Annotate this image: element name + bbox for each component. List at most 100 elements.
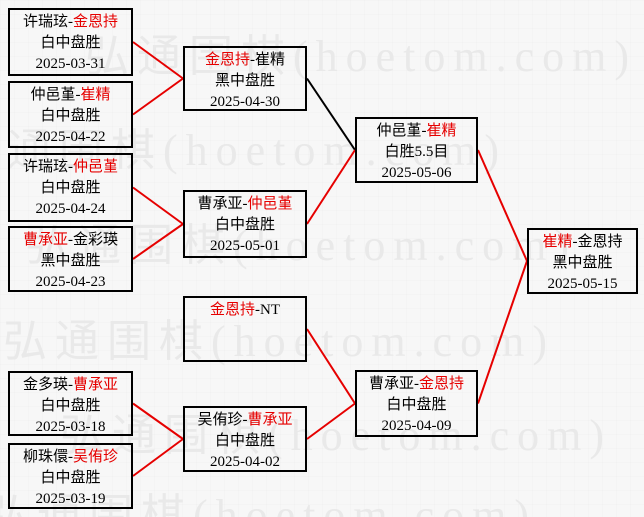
match-text: 2025-05-15	[547, 276, 618, 292]
match-text: 2025-05-01	[210, 238, 280, 254]
winner-name: 曹承亚	[22, 232, 68, 248]
match-result: 黑中盘胜	[40, 251, 100, 272]
match-date: 2025-05-15	[548, 274, 618, 295]
match-box-m5: 金多瑛-曹承亚白中盘胜 2025-03-18	[8, 371, 133, 436]
bracket-connector-m3-q2	[132, 186, 184, 225]
winner-name: 金恩持	[72, 14, 118, 30]
match-date: 2025-04-23	[36, 272, 106, 293]
match-players: 曹承亚-金恩持	[369, 374, 464, 395]
match-box-q3: 金恩持-NT	[183, 296, 307, 362]
winner-name: 金恩持	[204, 52, 250, 68]
match-box-m6: 柳珠儇-吴侑珍白中盘胜 2025-03-19	[8, 443, 133, 509]
match-date: 2025-04-22	[36, 127, 106, 148]
match-date: 2025-03-19	[36, 489, 106, 510]
match-date: 2025-05-06	[382, 163, 452, 184]
match-text: 2025-04-24	[35, 201, 106, 217]
bracket-connector-q4-s2	[306, 402, 356, 440]
winner-name: 仲邑堇	[247, 196, 293, 212]
bracket-connector-m1-q1	[132, 41, 184, 80]
match-text: 2025-03-18	[35, 419, 106, 435]
match-date: 2025-04-24	[36, 199, 106, 220]
match-players: 吴侑珍-曹承亚	[197, 410, 292, 431]
match-result: 白中盘胜	[386, 395, 446, 416]
match-text: 白中盘胜	[214, 217, 275, 233]
match-date: 2025-05-01	[210, 236, 280, 257]
match-text: -金恩持	[572, 234, 623, 250]
bracket-connector-q2-s1	[306, 149, 356, 225]
winner-name: 金恩持	[418, 376, 464, 392]
match-box-m4: 曹承亚-金彩瑛黑中盘胜 2025-04-23	[8, 226, 133, 292]
winner-name: 金恩持	[209, 302, 255, 318]
match-box-m2: 仲邑堇-崔精白中盘胜 2025-04-22	[8, 81, 133, 148]
bracket-connector-m6-q4	[132, 438, 184, 477]
match-result: 白中盘胜	[40, 33, 100, 54]
watermark-text: 弘通围棋(hoetom.com)	[0, 126, 508, 175]
match-text: 白中盘胜	[40, 108, 101, 124]
match-result: 白中盘胜	[215, 431, 275, 452]
match-result: 白中盘胜	[40, 468, 100, 489]
match-date: 2025-03-31	[36, 54, 106, 75]
match-players: 许瑞玹-仲邑堇	[23, 157, 118, 178]
match-box-m1: 许瑞玹-金恩持白中盘胜 2025-03-31	[8, 8, 133, 76]
watermark-text: 弘通围棋(hoetom.com)	[25, 221, 578, 270]
match-date: 2025-04-30	[210, 92, 280, 113]
match-players: 金多瑛-曹承亚	[23, 375, 118, 396]
winner-name: 曹承亚	[72, 377, 118, 393]
match-box-m3: 许瑞玹-仲邑堇白中盘胜 2025-04-24	[8, 153, 133, 222]
match-text: 曹承亚-	[368, 376, 419, 392]
match-text: 黑中盘胜	[40, 253, 101, 269]
match-text: 白中盘胜	[214, 433, 275, 449]
winner-name: 吴侑珍	[72, 449, 118, 465]
match-result: 黑中盘胜	[215, 71, 275, 92]
match-players: 柳珠儇-吴侑珍	[23, 447, 118, 468]
bracket-connector-q3-s2	[306, 328, 356, 405]
match-text: 2025-04-23	[35, 274, 106, 290]
winner-name: 崔精	[426, 123, 457, 139]
match-text: 2025-03-19	[35, 491, 106, 507]
match-result: 白中盘胜	[40, 396, 100, 417]
winner-name: 崔精	[80, 87, 111, 103]
match-box-f1: 崔精-金恩持黑中盘胜 2025-05-15	[527, 228, 638, 294]
match-text: 白中盘胜	[40, 180, 101, 196]
match-text: 白中盘胜	[40, 35, 101, 51]
match-text: 2025-04-09	[381, 418, 452, 434]
match-result: 白中盘胜	[215, 215, 275, 236]
match-players: 金恩持-NT	[210, 300, 280, 321]
match-text: 白胜5.5目	[384, 144, 449, 160]
match-text: 仲邑堇-	[30, 87, 81, 103]
match-text: 金多瑛-	[22, 377, 73, 393]
match-players: 崔精-金恩持	[542, 232, 622, 253]
match-players: 曹承亚-仲邑堇	[197, 194, 292, 215]
match-result: 白中盘胜	[40, 178, 100, 199]
match-text: 许瑞玹-	[22, 159, 73, 175]
match-text: 黑中盘胜	[214, 73, 275, 89]
match-text: 2025-04-22	[35, 129, 106, 145]
bracket-connector-m4-q2	[132, 223, 184, 260]
match-text: 白中盘胜	[40, 398, 101, 414]
watermark-text: 弘通围棋(hoetom.com)	[3, 317, 556, 366]
match-box-q1: 金恩持-崔精黑中盘胜 2025-04-30	[183, 46, 307, 111]
match-text: 许瑞玹-	[22, 14, 73, 30]
match-text: 曹承亚-	[197, 196, 248, 212]
match-text: 吴侑珍-	[197, 412, 248, 428]
match-box-s1: 仲邑堇-崔精白胜5.5目 2025-05-06	[355, 117, 478, 183]
bracket-connector-s1-f1	[477, 149, 528, 262]
match-players: 金恩持-崔精	[205, 50, 285, 71]
match-players: 曹承亚-金彩瑛	[23, 230, 118, 251]
match-players: 仲邑堇-崔精	[376, 121, 456, 142]
match-text: 2025-03-31	[35, 56, 106, 72]
match-result: 黑中盘胜	[552, 253, 612, 274]
match-date: 2025-04-09	[382, 416, 452, 437]
match-box-q2: 曹承亚-仲邑堇白中盘胜 2025-05-01	[183, 190, 307, 258]
bracket-connector-q1-s1	[306, 77, 356, 151]
bracket-connector-m5-q4	[132, 402, 184, 440]
bracket-connector-s2-f1	[477, 260, 528, 404]
match-date: 2025-03-18	[36, 417, 106, 438]
match-players: 仲邑堇-崔精	[30, 85, 110, 106]
match-text: 2025-05-06	[381, 165, 452, 181]
match-text: 黑中盘胜	[552, 255, 613, 271]
